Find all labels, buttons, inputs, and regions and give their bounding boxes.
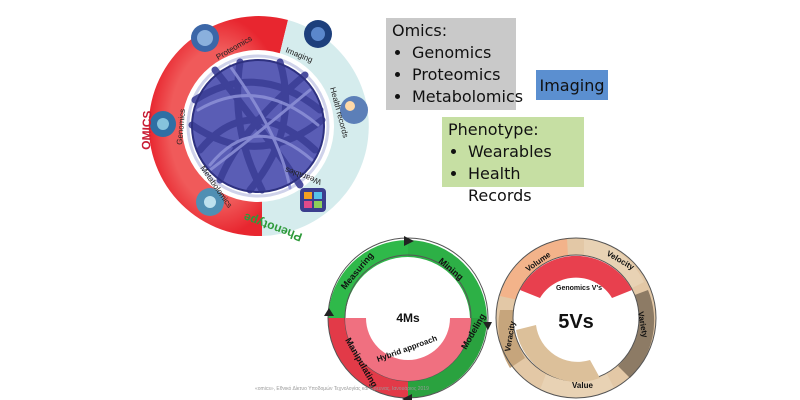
phenotype-list-box: Phenotype: Wearables Health Records (442, 117, 584, 205)
imaging-box-label: Imaging (539, 75, 605, 95)
hybrid-approach-band (345, 318, 471, 381)
phenotype-list-item: Wearables (468, 141, 578, 163)
phenotype-list-title: Phenotype: (448, 120, 539, 139)
genomics-vs-band (520, 255, 632, 298)
imaging-box: Imaging (536, 70, 608, 100)
veracity-segment (498, 310, 525, 368)
volume-segment (500, 238, 568, 300)
four-ms-center: 4Ms (396, 311, 420, 325)
genomics-vs-label: Genomics V's (556, 285, 602, 292)
velocity-segment (584, 238, 644, 290)
omics-list-box: Omics: Genomics Proteomics Metabolomics (386, 18, 523, 110)
value-label: Value (572, 381, 593, 390)
omics-list-title: Omics: (392, 21, 448, 40)
omics-list-item: Proteomics (412, 64, 510, 86)
four-ms-diagram: 4Ms Measuring Mining Modeling Manipulati… (324, 236, 492, 400)
footer-caption: «omics», Εθνικό Δίκτυο Υποδομών Τεχνολογ… (255, 386, 429, 392)
thumbnails (150, 20, 368, 216)
genomics-label: Genomics (175, 109, 187, 146)
omics-list: Genomics Proteomics Metabolomics (392, 42, 523, 108)
omics-list-item: Genomics (412, 42, 510, 64)
mining-segment (408, 240, 487, 318)
five-vs-center: 5Vs (558, 311, 594, 333)
phenotype-list-item: Health Records (468, 163, 578, 207)
five-vs-diagram: 5Vs Volume Velocity Variety Value Veraci… (495, 237, 657, 399)
omics-list-item: Metabolomics (412, 86, 523, 108)
phenotype-list: Wearables Health Records (448, 141, 578, 207)
network-strands (188, 58, 326, 194)
omics-outer-label: OMICS (139, 110, 154, 150)
